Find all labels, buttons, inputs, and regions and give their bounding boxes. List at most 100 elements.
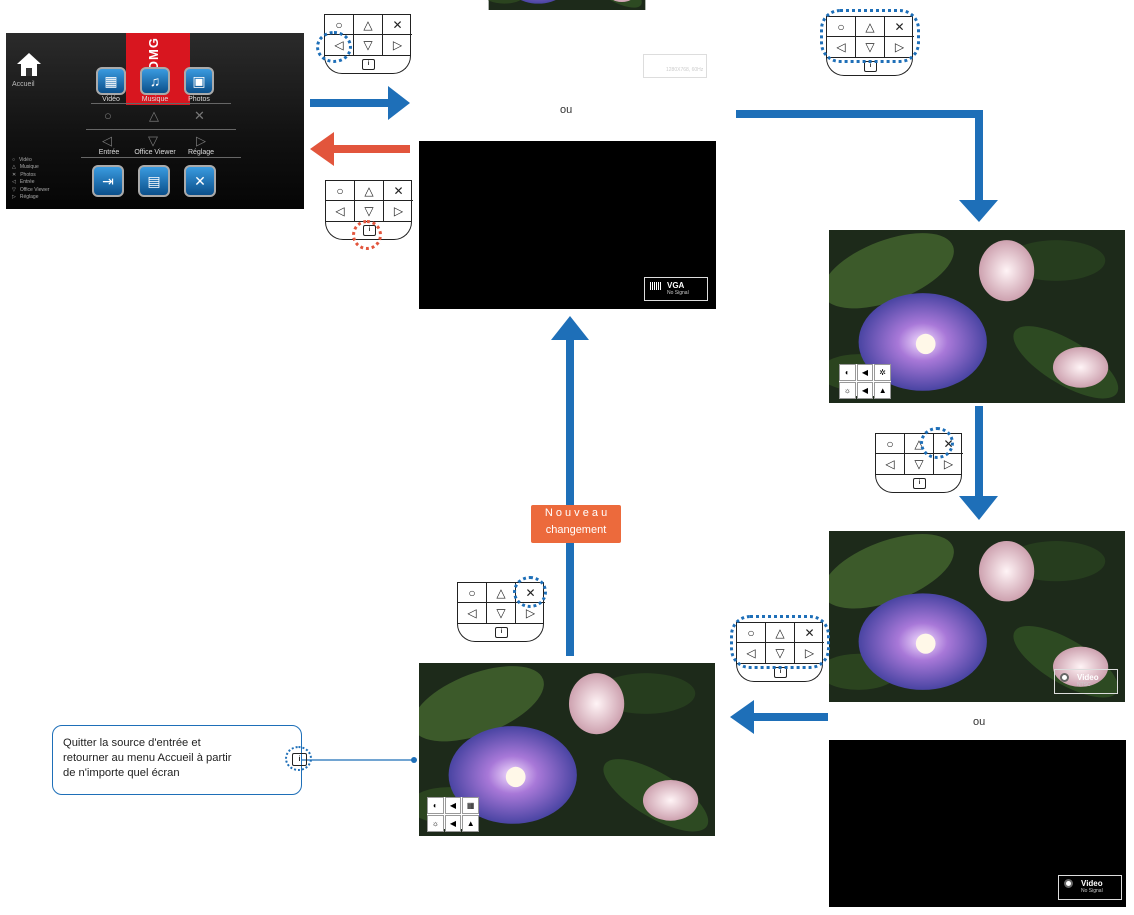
- triangle-key[interactable]: △: [856, 17, 885, 37]
- highlight-all-keys: [730, 615, 830, 669]
- video-tile-icon[interactable]: ▦: [96, 67, 126, 95]
- triangle-symbol: △: [149, 108, 159, 123]
- left-key[interactable]: ◁: [876, 454, 905, 474]
- tile-label-input: Entrée: [98, 149, 120, 156]
- cross-key[interactable]: ✕: [885, 17, 914, 37]
- brand-logo: OMG: [146, 37, 161, 72]
- down-key[interactable]: ▽: [355, 201, 384, 221]
- tile-label-video: Vidéo: [102, 96, 120, 103]
- cross-key[interactable]: ✕: [383, 15, 412, 35]
- circle-key[interactable]: ○: [737, 623, 766, 643]
- left-key[interactable]: ◁: [458, 603, 487, 623]
- info-key[interactable]: i: [913, 478, 926, 489]
- vga-nosignal-screen: VGA No Signal: [419, 141, 716, 309]
- arrow-up-to-vga: [551, 316, 589, 656]
- right-key[interactable]: ▷: [894, 40, 905, 54]
- contrast-icon: ◐: [427, 797, 444, 814]
- right-key[interactable]: ▷: [943, 457, 954, 471]
- cross-key[interactable]: ✕: [795, 623, 824, 643]
- circle-symbol: ○: [104, 108, 112, 123]
- tile-label-photos: Photos: [188, 96, 210, 103]
- or-label: ou: [560, 104, 573, 116]
- down-key[interactable]: ▽: [905, 454, 934, 474]
- down-key[interactable]: ▽: [766, 643, 795, 663]
- home-label: Accueil: [12, 81, 35, 88]
- vga-signal-screen: VGA 1280X768, 60Hz: [419, 0, 715, 90]
- contrast-icon: ◐: [839, 364, 856, 381]
- cross-key[interactable]: ✕: [384, 181, 413, 201]
- arrow-video-to-adjust2: [730, 700, 828, 734]
- video-signal-screen: Video NTSC: [829, 531, 1125, 702]
- arrow-adjust-to-video: [959, 406, 998, 520]
- triangle-key[interactable]: △: [487, 583, 516, 603]
- video-source-icon: [1060, 673, 1069, 682]
- office-tile-icon[interactable]: ▤: [138, 165, 170, 197]
- right-key[interactable]: ▷: [525, 606, 536, 620]
- circle-key[interactable]: ○: [876, 434, 905, 454]
- video-nosignal-box: Video No Signal: [1058, 875, 1122, 900]
- highlight-all-keys: [820, 9, 920, 63]
- volume-up-icon: ◀: [444, 815, 462, 832]
- menu-divider: [86, 129, 236, 130]
- brightness-icon: ☼: [427, 815, 444, 832]
- left-key[interactable]: ◁: [737, 643, 766, 663]
- right-key[interactable]: ▷: [392, 38, 403, 52]
- left-key[interactable]: ◁: [326, 201, 355, 221]
- vga-port-icon: [649, 59, 661, 67]
- highlight-info-key: [352, 220, 382, 250]
- menu-divider: [91, 103, 231, 104]
- adjust-panel-screen: ◐ ◀ ✲ ☼ ◀ ▲: [829, 230, 1125, 403]
- vga-status-box: VGA 1280X768, 60Hz: [643, 54, 707, 78]
- triangle-key[interactable]: △: [354, 15, 383, 35]
- info-key[interactable]: i: [362, 59, 375, 70]
- highlight-left-key: [316, 31, 352, 63]
- exit-callout: Quitter la source d'entrée et retourner …: [52, 725, 312, 795]
- callout-text: Quitter la source d'entrée et retourner …: [63, 737, 232, 779]
- arrow-back-to-home: [310, 132, 410, 166]
- new-change-badge: N o u v e a u changement: [531, 505, 621, 543]
- tile-label-settings: Réglage: [187, 149, 215, 156]
- right-key[interactable]: ▷: [804, 646, 815, 660]
- home-legend: ○Vidéo △Musique ✕Photos ◁Entrée ▽Office …: [12, 157, 50, 201]
- highlight-cross-key: [920, 427, 954, 459]
- music-tile-icon[interactable]: ♫: [140, 67, 170, 95]
- circle-key[interactable]: ○: [458, 583, 487, 603]
- adjustment-panel: ◐ ◀ ▦ ☼ ◀ ▲: [427, 797, 479, 832]
- down-key[interactable]: ▽: [856, 37, 885, 57]
- volume-up-icon: ◀: [856, 382, 874, 399]
- video-status-box: Video NTSC: [1054, 669, 1118, 694]
- arrow-home-to-vga: [310, 86, 410, 120]
- right-symbol: ▷: [196, 133, 206, 148]
- input-tile-icon[interactable]: ⇥: [92, 165, 124, 197]
- adjustment-panel: ◐ ◀ ✲ ☼ ◀ ▲: [839, 364, 891, 399]
- photos-tile-icon[interactable]: ▣: [184, 67, 214, 95]
- vga-nosignal-box: VGA No Signal: [644, 277, 708, 301]
- circle-key[interactable]: ○: [326, 181, 355, 201]
- tile-label-office: Office Viewer: [134, 149, 176, 156]
- info-key[interactable]: i: [495, 627, 508, 638]
- tile-label-music: Musique: [141, 96, 169, 103]
- down-key[interactable]: ▽: [354, 35, 383, 55]
- video-source-icon: [1064, 879, 1073, 888]
- cross-symbol: ✕: [194, 108, 205, 123]
- eject-icon: ▲: [874, 382, 891, 399]
- left-key[interactable]: ◁: [827, 37, 856, 57]
- settings-tile-icon[interactable]: ✕: [184, 165, 216, 197]
- keypad-any-press: ○ △ ✕ ◁ ▽ ▷ i: [826, 16, 914, 76]
- triangle-key[interactable]: △: [766, 623, 795, 643]
- down-key[interactable]: ▽: [487, 603, 516, 623]
- highlight-cross-key: [513, 576, 547, 608]
- right-key[interactable]: ▷: [393, 204, 404, 218]
- triangle-key[interactable]: △: [355, 181, 384, 201]
- brightness-icon: ☼: [839, 382, 856, 399]
- highlight-info-icon: [285, 746, 312, 771]
- home-menu-screen: OMG Accueil ▦ ♫ ▣ Vidéo Musique Photos ○…: [6, 33, 304, 209]
- volume-down-icon: ◀: [856, 364, 874, 381]
- menu-divider: [81, 157, 241, 158]
- volume-down-icon: ◀: [444, 797, 462, 814]
- arrow-vga-to-adjust: [736, 110, 998, 222]
- vga-port-icon: [650, 282, 662, 290]
- callout-connector: [302, 757, 417, 763]
- circle-key[interactable]: ○: [827, 17, 856, 37]
